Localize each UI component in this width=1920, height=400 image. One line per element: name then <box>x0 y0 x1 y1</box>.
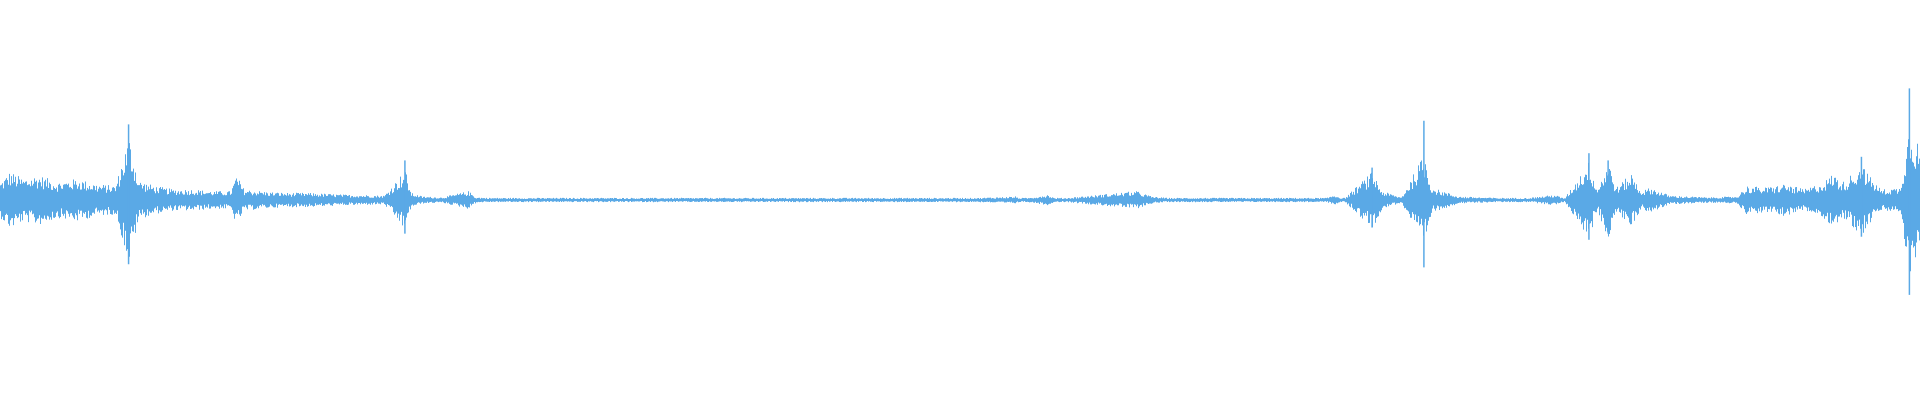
waveform-envelope <box>0 139 1920 276</box>
waveform-bars <box>0 88 1920 295</box>
